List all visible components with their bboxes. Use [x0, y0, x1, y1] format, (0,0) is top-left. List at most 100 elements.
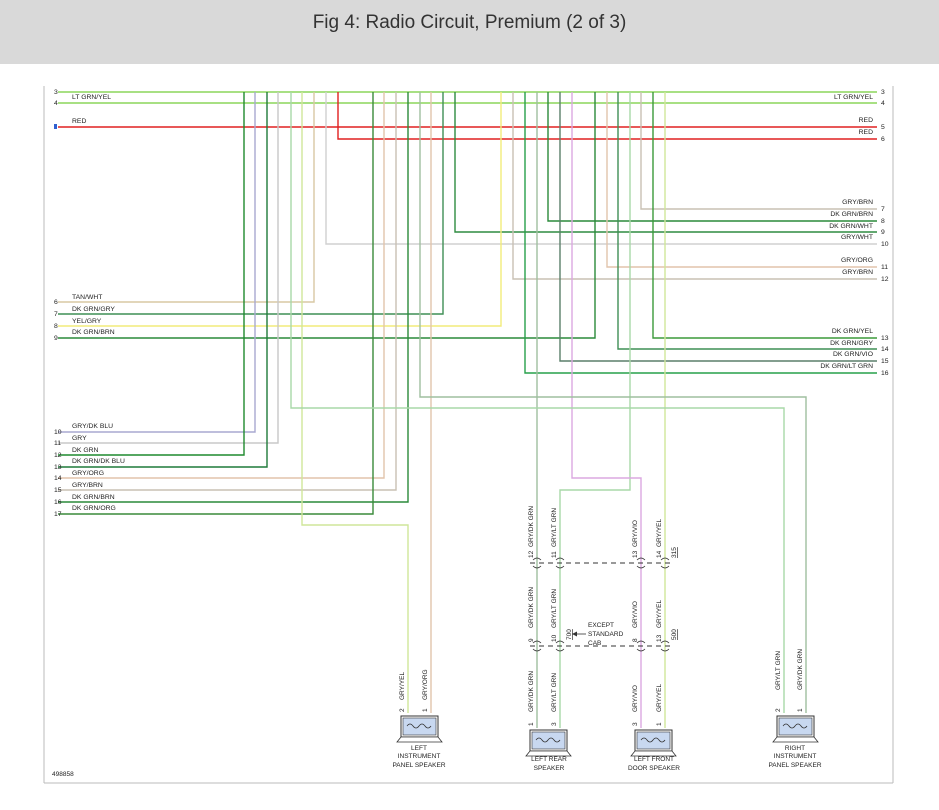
right-pin: 13	[881, 335, 889, 342]
right-wire-label: RED	[859, 129, 873, 136]
right-wire-label: DK GRN/GRY	[830, 340, 873, 347]
right-wire-label: DK GRN/WHT	[829, 223, 873, 230]
right-pin: 8	[881, 218, 885, 225]
right-wire-label: RED	[859, 117, 873, 124]
connector-tag: 315	[671, 547, 678, 558]
left-pin: 11	[54, 440, 61, 447]
speaker-left-rear	[525, 729, 572, 757]
right-wire-label: DK GRN/LT GRN	[820, 363, 873, 370]
right-pin: 7	[881, 206, 885, 213]
vertical-wire-label: GRY/YEL	[399, 672, 406, 700]
vertical-wire-label: GRY/DK GRN	[528, 506, 535, 547]
left-pin: 6	[54, 299, 58, 306]
speaker-feed-wires	[290, 92, 807, 728]
vertical-pin: 8	[632, 638, 639, 642]
connector-tags: 315 700 500	[566, 547, 678, 640]
left-pin: 17	[54, 511, 62, 518]
vertical-wire-label: GRY/LT GRN	[775, 651, 782, 690]
right-wire-label: LT GRN/YEL	[834, 94, 873, 101]
vertical-pin: 2	[775, 708, 782, 712]
right-wire-label: DK GRN/BRN	[830, 211, 873, 218]
right-wire-label: GRY/WHT	[841, 234, 873, 241]
connector-tag: 700	[566, 629, 573, 640]
left-wire-label: YEL/GRY	[72, 318, 102, 325]
left-wire-label: RED	[72, 118, 86, 125]
right-wire-label: DK GRN/YEL	[832, 328, 873, 335]
left-pin: 13	[54, 464, 62, 471]
wire-gry-dk-blu-10	[58, 92, 256, 433]
connector-tag: 500	[671, 629, 678, 640]
speaker-left-ip	[396, 715, 443, 743]
vertical-pin: 3	[632, 722, 639, 726]
vertical-pin: 1	[656, 722, 663, 726]
right-pin: 5	[881, 124, 885, 131]
right-wire-label: GRY/BRN	[842, 269, 873, 276]
vertical-pin: 2	[399, 708, 406, 712]
left-pin: 16	[54, 499, 62, 506]
speaker-caption: LEFT REAR	[531, 756, 567, 763]
speaker-caption: INSTRUMENT	[774, 753, 817, 760]
vertical-pin: 9	[528, 638, 535, 642]
wire-dk-grn-org-17	[58, 92, 374, 515]
wire-dk-grn-vio-15	[559, 92, 877, 362]
wire-red-6	[337, 92, 877, 140]
speaker-caption: INSTRUMENT	[398, 753, 441, 760]
left-wire-label: DK GRN/DK BLU	[72, 458, 125, 465]
vertical-pin: 1	[528, 722, 535, 726]
note-line: STANDARD	[588, 631, 624, 638]
left-labels: 3 LT GRN/YEL 4 RED 6 TAN/WHT 7 DK GRN/GR…	[54, 89, 125, 518]
wire-gry-brn-7	[640, 92, 877, 210]
left-wire-label: GRY/BRN	[72, 482, 103, 489]
wire-gry-brn-15	[58, 92, 397, 491]
connector-pins	[532, 557, 670, 652]
vertical-wire-label: GRY/YEL	[656, 519, 663, 547]
figure-id: 498858	[52, 771, 74, 778]
speaker-caption: PANEL SPEAKER	[392, 762, 445, 769]
speaker-caption: SPEAKER	[534, 765, 565, 772]
vertical-wire-label: GRY/DK GRN	[528, 671, 535, 712]
left-pin: 7	[54, 311, 58, 318]
left-wire-label: GRY	[72, 435, 87, 442]
vertical-wire-label: GRY/DK GRN	[528, 587, 535, 628]
left-wire-label: TAN/WHT	[72, 294, 102, 301]
horizontal-wires	[58, 91, 877, 515]
speaker-caption: PANEL SPEAKER	[768, 762, 821, 769]
right-pin: 9	[881, 229, 885, 236]
wire-yel-gry-8	[58, 92, 502, 327]
vertical-wire-label: GRY/LT GRN	[551, 673, 558, 712]
note-line: EXCEPT	[588, 622, 614, 629]
feed-gry-lt-grn-rear	[559, 92, 631, 728]
wire-dk-grn-brn-8	[547, 92, 877, 222]
right-wire-label: GRY/BRN	[842, 199, 873, 206]
figure-header: Fig 4: Radio Circuit, Premium (2 of 3)	[0, 0, 939, 64]
vertical-pin: 11	[551, 551, 558, 558]
speaker-captions: LEFT INSTRUMENT PANEL SPEAKER LEFT REAR …	[392, 745, 821, 772]
vertical-labels: GRY/DK GRN 12 GRY/LT GRN 11 GRY/VIO 13 G…	[399, 506, 804, 726]
left-pin: 14	[54, 475, 62, 482]
left-pin: 10	[54, 429, 62, 436]
vertical-pin: 13	[656, 634, 663, 642]
wire-tan-wht-6	[58, 92, 315, 303]
left-pin: 8	[54, 323, 58, 330]
vertical-pin: 12	[528, 550, 535, 558]
right-pin: 14	[881, 346, 889, 353]
vertical-pin: 1	[797, 708, 804, 712]
feed-gry-vio-front	[571, 92, 642, 728]
vertical-wire-label: GRY/VIO	[632, 520, 639, 547]
right-pin: 6	[881, 136, 885, 143]
vertical-wire-label: GRY/DK GRN	[797, 649, 804, 690]
vertical-wire-label: GRY/YEL	[656, 684, 663, 712]
left-wire-label: GRY/DK BLU	[72, 423, 113, 430]
speaker-right-ip	[772, 715, 819, 743]
left-wire-label: GRY/ORG	[72, 470, 104, 477]
right-pin: 16	[881, 370, 889, 377]
vertical-wire-label: GRY/LT GRN	[551, 508, 558, 547]
speaker-caption: LEFT	[411, 745, 427, 752]
right-pin: 4	[881, 100, 885, 107]
left-wire-label: DK GRN/ORG	[72, 505, 116, 512]
speaker-caption: DOOR SPEAKER	[628, 765, 680, 772]
left-wire-label: DK GRN/GRY	[72, 306, 115, 313]
left-pin: 12	[54, 452, 62, 459]
speaker-caption: RIGHT	[785, 745, 805, 752]
